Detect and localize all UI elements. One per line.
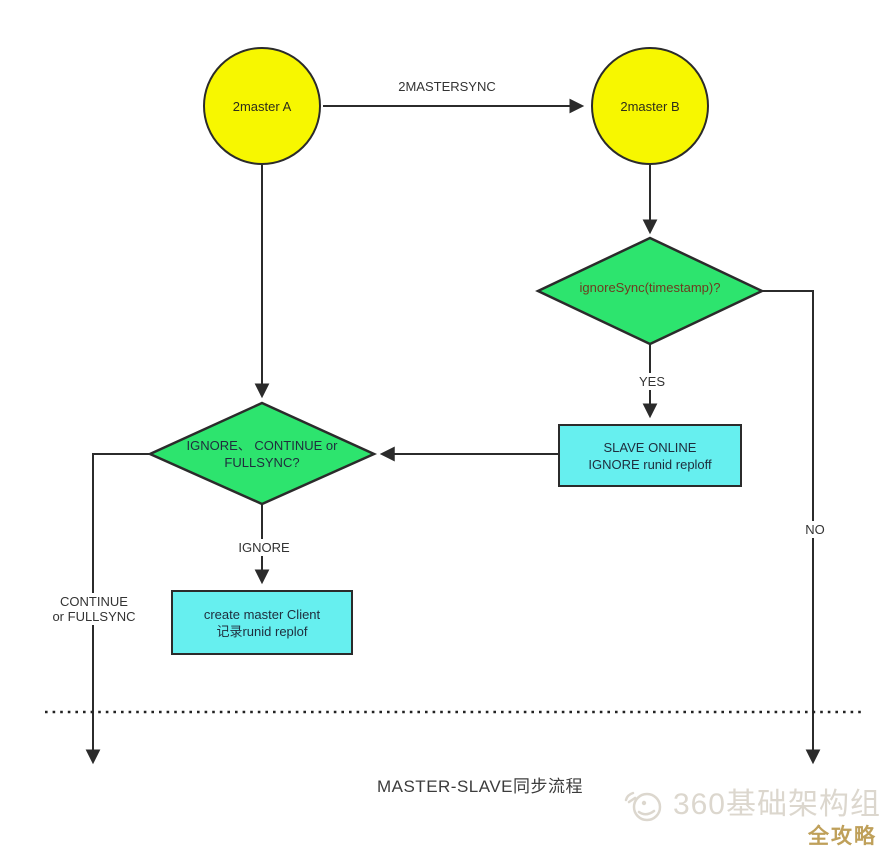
- continue-line2: or FULLSYNC: [52, 609, 136, 624]
- edge-modedecision-continue: [85, 453, 150, 765]
- create-master-box: create master Client 记录runid replof: [171, 590, 353, 655]
- master-b-node: 2master B: [591, 47, 709, 165]
- watermark: 360基础架构组 全攻略: [623, 786, 881, 847]
- edge-label-mastersync: 2MASTERSYNC: [398, 79, 496, 94]
- slave-online-line2: IGNORE runid reploff: [588, 456, 712, 472]
- mode-decision-diamond: [146, 401, 378, 506]
- watermark-sub: 全攻略: [808, 825, 877, 848]
- edge-ignoresync-no: [762, 290, 821, 765]
- edge-label-ignore: IGNORE: [227, 539, 301, 556]
- mascot-face-icon: [624, 791, 662, 822]
- ignoresync-decision-diamond: [535, 236, 765, 346]
- master-a-label: 2master A: [232, 98, 292, 114]
- master-b-label: 2master B: [620, 98, 680, 114]
- create-master-line2: 记录runid replof: [216, 623, 308, 639]
- diagram-title: MASTER-SLAVE同步流程: [376, 777, 584, 796]
- watermark-brand: 360基础架构组: [672, 788, 881, 821]
- master-a-node: 2master A: [203, 47, 321, 165]
- continue-line1: CONTINUE: [60, 594, 128, 609]
- edge-label-yes: YES: [626, 373, 678, 390]
- edge-label-continue-fullsync: CONTINUE or FULLSYNC: [42, 593, 146, 625]
- slave-online-box: SLAVE ONLINE IGNORE runid reploff: [558, 424, 742, 487]
- slave-online-line1: SLAVE ONLINE: [603, 439, 697, 455]
- edge-label-no: NO: [794, 521, 836, 538]
- create-master-line1: create master Client: [203, 606, 321, 622]
